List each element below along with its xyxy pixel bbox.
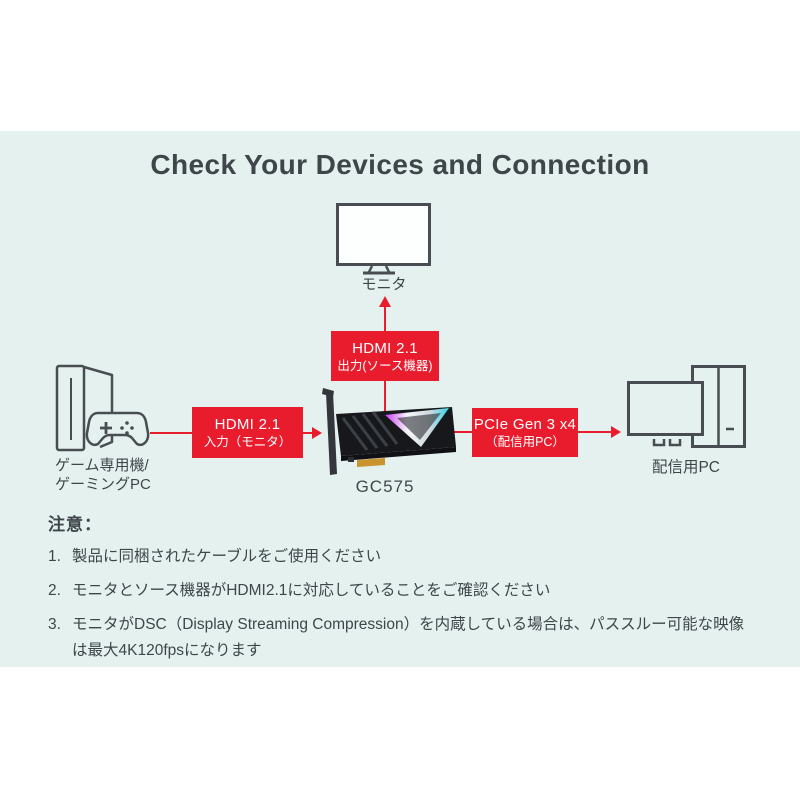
notes-section: 注意： 1. 製品に同梱されたケーブルをご使用ください 2. モニタとソース機器…: [48, 510, 760, 672]
streaming-pc-icon: [627, 365, 746, 448]
note-item: 2. モニタとソース機器がHDMI2.1に対応していることをご確認ください: [48, 578, 760, 604]
pcie-line2: （配信用PC）: [485, 435, 565, 449]
hdmi-output-line1: HDMI 2.1: [352, 339, 418, 357]
capture-card-icon: [322, 388, 456, 475]
pcie-connector: [357, 458, 385, 467]
notes-heading: 注意：: [48, 515, 102, 534]
note-number: 1.: [48, 548, 61, 565]
note-text: 製品に同梱されたケーブルをご使用ください: [72, 548, 382, 565]
note-number: 3.: [48, 616, 61, 633]
monitor-icon: [336, 203, 431, 275]
hdmi-input-line2: 入力（モニタ）: [203, 435, 292, 449]
console-label: ゲーム専用機/ ゲーミングPC: [55, 456, 151, 494]
pcie-box: PCIe Gen 3 x4 （配信用PC）: [472, 408, 578, 457]
page-title: Check Your Devices and Connection: [150, 149, 650, 180]
capture-card-label: GC575: [355, 477, 415, 496]
game-console-icon: [55, 364, 150, 452]
note-text: モニタとソース機器がHDMI2.1に対応していることをご確認ください: [72, 582, 551, 599]
gamepad-icon: [85, 411, 150, 446]
hdmi-output-line2: 出力(ソース機器): [337, 358, 433, 373]
streaming-pc-label: 配信用PC: [651, 459, 721, 476]
pcie-line1: PCIe Gen 3 x4: [473, 416, 577, 433]
console-label-line2: ゲーミングPC: [55, 476, 151, 493]
note-item: 3. モニタがDSC（Display Streaming Compression…: [48, 612, 760, 664]
note-number: 2.: [48, 582, 61, 599]
note-item: 1. 製品に同梱されたケーブルをご使用ください: [48, 544, 760, 570]
note-text: モニタがDSC（Display Streaming Compression）を内…: [72, 616, 745, 659]
console-label-line1: ゲーム専用機/: [55, 457, 149, 474]
hdmi-input-line1: HDMI 2.1: [214, 416, 281, 433]
hdmi-output-box: HDMI 2.1 出力(ソース機器): [331, 331, 439, 381]
monitor-label: モニタ: [361, 276, 407, 293]
hdmi-input-box: HDMI 2.1 入力（モニタ）: [192, 407, 303, 458]
